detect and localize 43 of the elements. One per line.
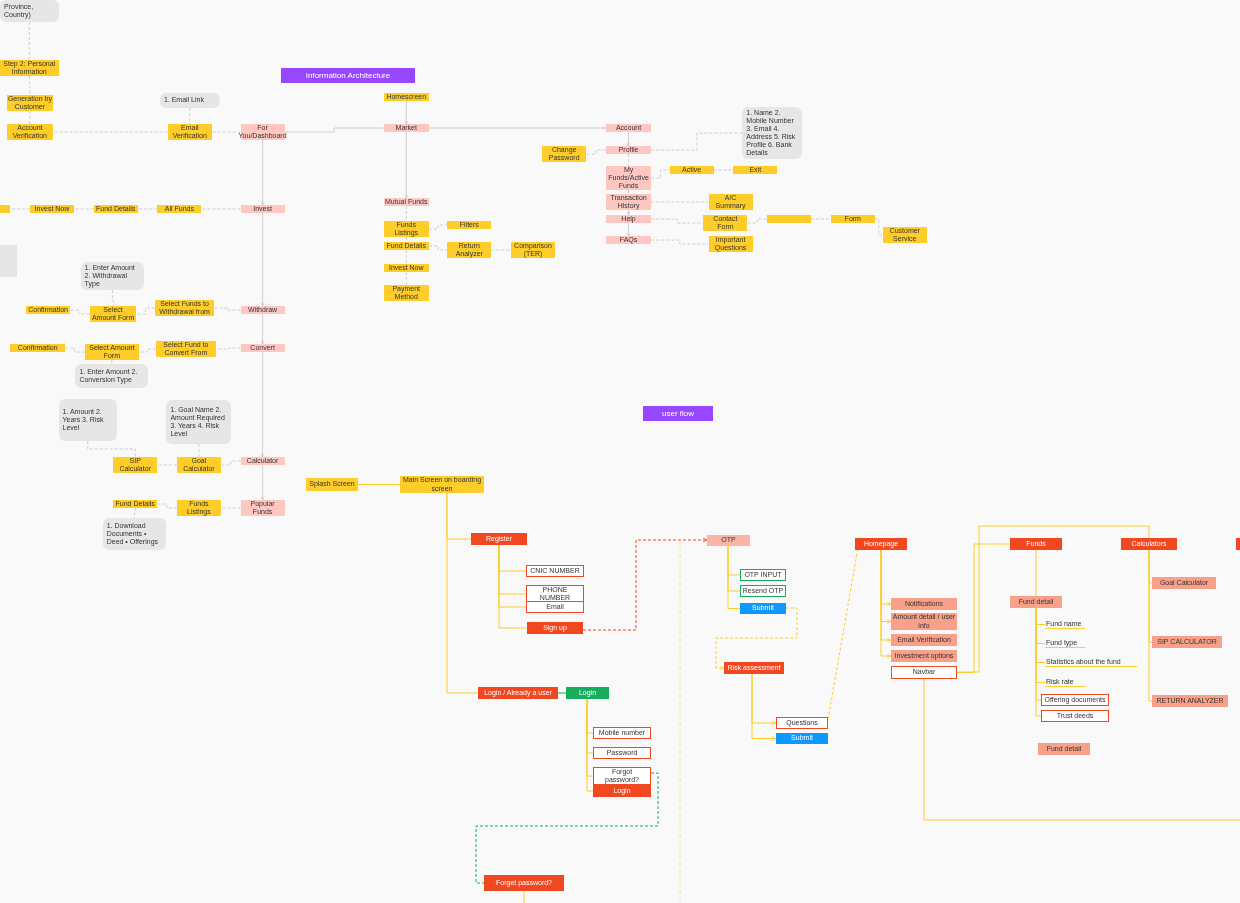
connector-line: [136, 307, 156, 315]
connector-line: [357, 484, 401, 485]
connector-line: [650, 239, 709, 245]
connector-line: [69, 309, 91, 315]
connector-line: [138, 348, 157, 353]
connector-line: [156, 503, 178, 509]
section-banner: user flow: [643, 406, 713, 421]
connector-line: [428, 224, 448, 230]
connector-line: [628, 189, 629, 195]
connector-line: [405, 271, 407, 286]
connector-line: [87, 440, 136, 458]
connector-line: [585, 149, 607, 155]
connector-line: [64, 347, 85, 353]
connector-line: [220, 460, 241, 466]
connector-line: [923, 678, 1240, 821]
connector-line: [405, 205, 407, 222]
connector-line: [956, 525, 1150, 673]
connector-line: [498, 544, 528, 629]
connector-line: [557, 692, 567, 694]
arrow: [715, 607, 798, 671]
box-shape: [767, 215, 812, 223]
arrow: [582, 537, 708, 631]
connector-line: [428, 245, 448, 251]
connector-line: [28, 21, 30, 61]
connector-line: [112, 289, 114, 307]
connector-line: [650, 218, 704, 224]
connector-line: [475, 772, 659, 884]
connector-line: [650, 132, 743, 151]
connector-line: [586, 698, 594, 792]
connector-line: [827, 549, 859, 720]
connector-line: [1035, 549, 1037, 597]
connector-line: [446, 492, 479, 694]
connector-line: [1148, 549, 1153, 702]
connector-line: [284, 127, 384, 133]
connector-line: [650, 169, 670, 179]
arrow: [751, 673, 777, 741]
connector-line: [628, 153, 629, 167]
connector-line: [747, 218, 768, 224]
title-banner: Information Architecture: [281, 68, 415, 83]
connector-line: [405, 249, 407, 265]
connector-line: [727, 545, 741, 609]
connector-line: [874, 218, 884, 236]
connector-line: [523, 890, 525, 903]
